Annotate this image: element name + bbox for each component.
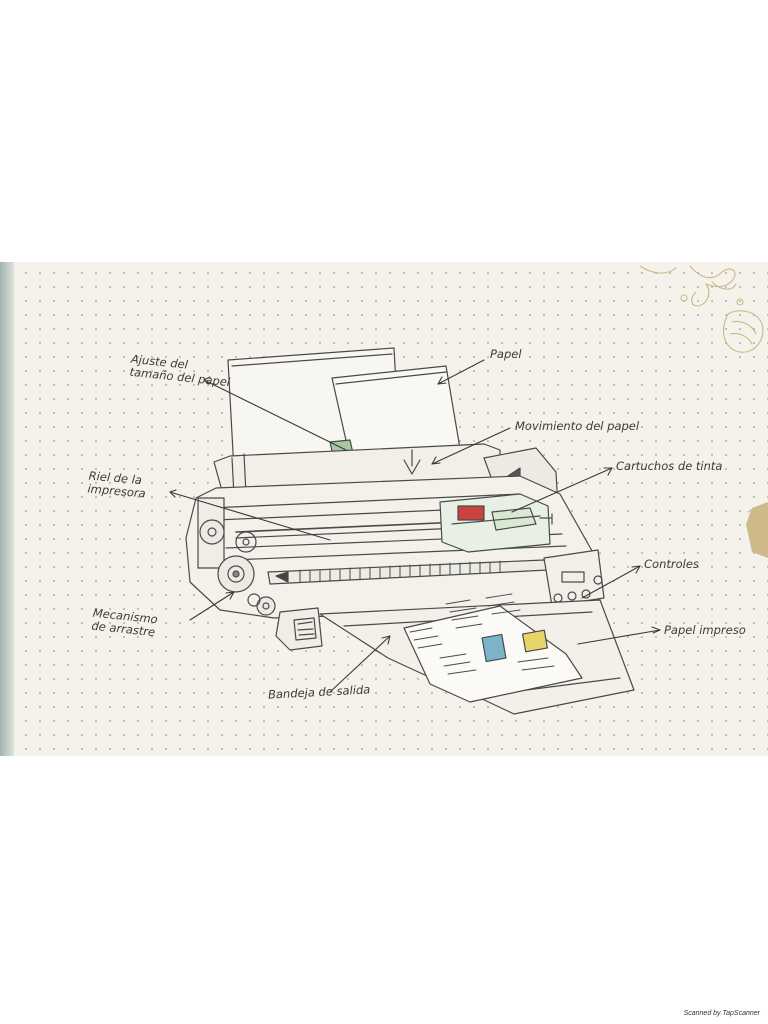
- label-cartuchos-tinta: Cartuchos de tinta: [616, 459, 723, 473]
- notebook-page: Ajuste del tamaño del papel Papel Movimi…: [0, 262, 768, 756]
- label-movimiento-papel: Movimiento del papel: [515, 419, 640, 433]
- label-papel: Papel: [490, 347, 522, 361]
- printer-sketch: [169, 265, 768, 715]
- label-controles: Controles: [644, 557, 699, 571]
- flower-doodle: [639, 265, 768, 513]
- left-edge-shadow: [0, 262, 14, 756]
- scanner-watermark: Scanned by TapScanner: [683, 1010, 760, 1017]
- page-tab-marker: [746, 502, 768, 558]
- label-riel-impresora: Riel de la impresora: [87, 469, 147, 501]
- label-papel-impreso: Papel impreso: [664, 623, 746, 637]
